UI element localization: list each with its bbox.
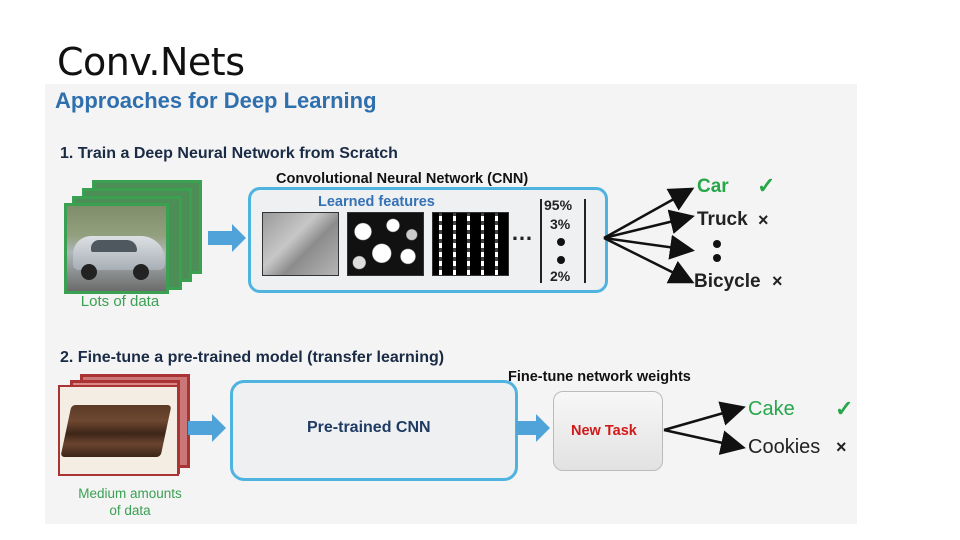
dot — [713, 254, 721, 262]
diagram-heading: Approaches for Deep Learning — [55, 88, 377, 113]
prob-value: 2% — [550, 268, 571, 284]
blue-arrow — [516, 414, 550, 442]
pretrained-cnn-label: Pre-trained CNN — [307, 419, 431, 436]
feature-map-1 — [262, 212, 339, 276]
dot — [557, 238, 565, 246]
output-arrow — [603, 236, 695, 284]
output-bicycle: Bicycle — [694, 271, 761, 292]
output-arrow — [603, 187, 695, 240]
cake-image — [58, 385, 179, 476]
slide-title: Conv.Nets — [57, 40, 245, 84]
data-caption-medium: Medium amounts of data — [60, 485, 200, 519]
step-1-title: 1. Train a Deep Neural Network from Scra… — [60, 145, 398, 162]
car-wheel — [133, 264, 149, 280]
feature-map-2 — [347, 212, 424, 276]
dot — [557, 256, 565, 264]
check-icon: ✓ — [835, 396, 854, 421]
output-truck: Truck — [697, 209, 748, 230]
cross-icon: × — [836, 437, 847, 457]
data-caption-lots: Lots of data — [80, 293, 160, 310]
output-cookies: Cookies — [748, 436, 821, 458]
output-cake: Cake — [748, 398, 795, 420]
blue-arrow — [208, 224, 246, 252]
probability-vector — [540, 199, 586, 283]
check-icon: ✓ — [757, 173, 776, 198]
output-arrow — [663, 428, 746, 455]
cross-icon: × — [772, 271, 783, 291]
prob-value: 95% — [544, 197, 573, 213]
dot — [713, 240, 721, 248]
feature-map-3 — [432, 212, 509, 276]
cross-icon: × — [758, 210, 769, 230]
prob-value: 3% — [550, 216, 571, 232]
new-task-label: New Task — [571, 423, 637, 439]
output-arrow — [603, 209, 695, 240]
car-wheel — [81, 264, 97, 280]
pretrained-cnn-box — [230, 380, 518, 481]
step-2-title: 2. Fine-tune a pre-trained model (transf… — [60, 349, 445, 366]
output-arrow — [663, 401, 746, 432]
cnn-title: Convolutional Neural Network (CNN) — [276, 171, 529, 187]
new-task-box — [553, 391, 663, 471]
finetune-label: Fine-tune network weights — [508, 369, 691, 385]
caption-line: of data — [109, 503, 151, 518]
output-car: Car — [697, 176, 729, 197]
car-image — [64, 203, 169, 294]
caption-line: Medium amounts — [78, 486, 182, 501]
output-arrow — [603, 234, 695, 260]
ellipsis: … — [511, 220, 533, 245]
learned-features-label: Learned features — [318, 194, 435, 210]
blue-arrow — [188, 414, 226, 442]
car-window — [91, 240, 137, 252]
